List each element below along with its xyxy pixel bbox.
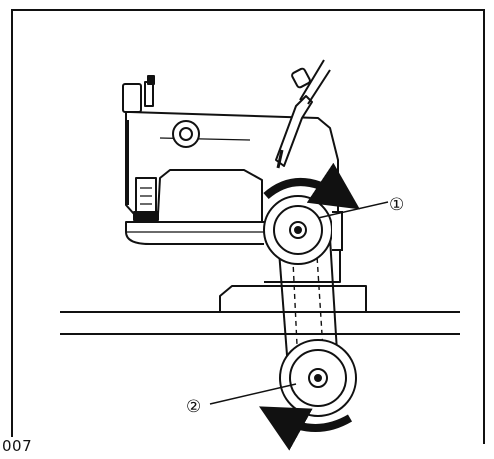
leader-line-1 — [317, 201, 389, 219]
rotation-arrow-lower — [259, 406, 353, 451]
callout-2-label: ② — [186, 397, 201, 417]
motor-pulley — [279, 339, 357, 417]
figure-frame — [11, 9, 485, 444]
table-top — [60, 311, 460, 335]
leader-line-2 — [209, 383, 297, 405]
machine-pulley — [263, 195, 343, 265]
figure-code: 007 — [2, 437, 33, 455]
rotation-arrow-upper — [263, 162, 360, 210]
callout-1-label: ① — [389, 195, 404, 215]
